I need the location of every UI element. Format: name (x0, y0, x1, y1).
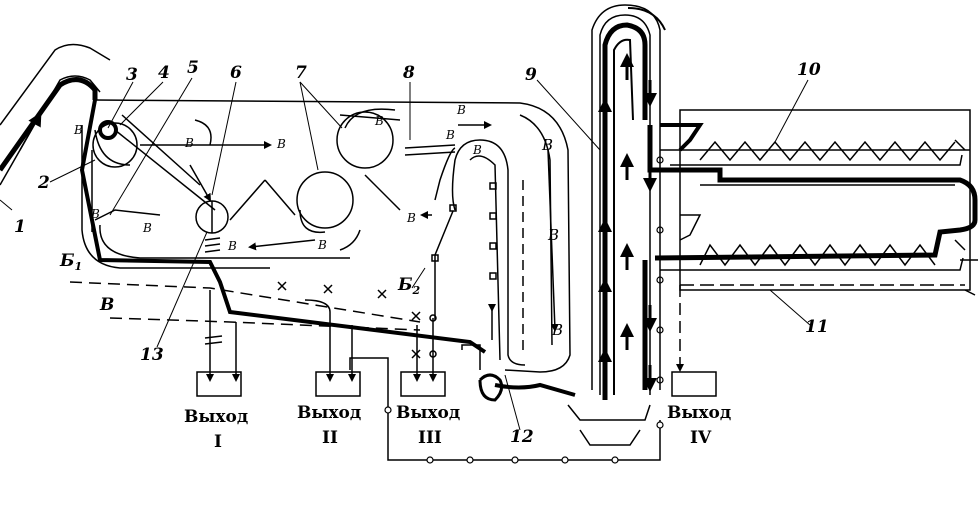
return-channels (69, 281, 421, 331)
screw-conveyors (647, 109, 978, 372)
flow-label-roll-inlet: В (276, 137, 286, 151)
flow-label-separator-entry: В (445, 128, 455, 142)
callout-1: 1 (14, 217, 26, 237)
flow-label-side-mid: В (547, 226, 559, 244)
flow-label-inlet: В (73, 123, 83, 137)
callout-6: 6 (230, 63, 242, 83)
flow-label-top-duct: В (456, 103, 466, 117)
outlet-2-label: Выход (297, 403, 361, 423)
channel-label-b1: Б1 (59, 251, 82, 273)
callout-9: 9 (525, 65, 537, 85)
callout-11: 11 (805, 317, 829, 337)
callout-4: 4 (158, 63, 170, 83)
outlet-1-numeral: I (214, 432, 222, 452)
collection-bins (196, 290, 717, 461)
twin-rolls (296, 108, 401, 234)
aspiration-channels (94, 114, 361, 251)
outlet-labels: Выход I Выход II Выход III Выход IV (184, 403, 731, 452)
callout-12: 12 (510, 427, 534, 447)
fan-rotor (195, 200, 229, 253)
flow-label-fan-outlet: В (227, 239, 237, 253)
flow-label-return: В (317, 238, 327, 252)
callout-7: 7 (295, 63, 307, 83)
outlet-3-numeral: III (418, 428, 442, 448)
callout-labels: 1 2 3 4 5 6 7 8 9 10 11 12 13 (14, 58, 829, 447)
inlet-chute (0, 43, 111, 186)
separator-chamber (404, 114, 559, 366)
callout-8: 8 (402, 63, 415, 83)
outlet-4-label: Выход (667, 403, 731, 423)
flow-label-side-bottom: В (551, 321, 563, 339)
flow-label-upper-channel: В (184, 136, 194, 150)
callout-10: 10 (797, 60, 821, 80)
callout-3: 3 (126, 65, 138, 85)
leader-lines (0, 77, 811, 431)
flow-label-roll-top: В (374, 114, 384, 128)
cross-markers (277, 281, 421, 359)
flow-label-lower-left: В (90, 207, 100, 221)
callout-13: 13 (140, 345, 164, 365)
flow-labels: В В В В В В В В В В В В В В В (73, 103, 563, 339)
bucket-elevator (567, 4, 666, 446)
outlet-1-label: Выход (184, 407, 248, 427)
feed-roll (92, 120, 138, 168)
channel-labels: Б1 Б2 В (59, 251, 421, 315)
outlet-3-label: Выход (396, 403, 460, 423)
callout-2: 2 (37, 173, 50, 193)
aspiration-housing (81, 99, 571, 373)
callout-5: 5 (187, 58, 199, 78)
outlet-2-numeral: II (322, 428, 338, 448)
channel-label-v: В (99, 295, 114, 315)
flow-label-separator-inner: В (472, 143, 482, 157)
flow-label-side-top: В (541, 136, 553, 154)
flow-label-separator-out: В (406, 211, 416, 225)
outlet-4-numeral: IV (690, 428, 712, 448)
flow-label-lower-channel: В (142, 221, 152, 235)
channel-label-b2: Б2 (397, 275, 421, 297)
